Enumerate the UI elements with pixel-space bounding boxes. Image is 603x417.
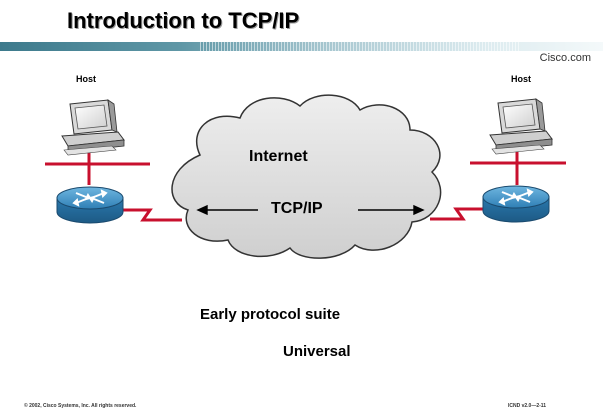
router-right-icon xyxy=(482,185,550,223)
router-left-icon xyxy=(56,186,124,224)
brand-label: Cisco.com xyxy=(539,52,591,64)
title-bar-pattern xyxy=(200,42,520,51)
bullet-universal: Universal xyxy=(283,343,351,360)
footer-copyright: © 2002, Cisco Systems, Inc. All rights r… xyxy=(24,403,137,409)
host-right-label: Host xyxy=(511,74,531,84)
right-serial-link xyxy=(430,207,490,221)
bullet-early-protocol: Early protocol suite xyxy=(200,306,341,323)
cloud-label: Internet xyxy=(249,148,308,165)
slide-title: Introduction to TCP/IP xyxy=(67,8,300,33)
right-ethernet-line xyxy=(470,147,566,185)
host-right-icon xyxy=(489,98,553,155)
left-ethernet-line xyxy=(45,148,150,185)
host-left-label: Host xyxy=(76,74,96,84)
host-left-icon xyxy=(61,99,125,156)
footer-code: ICND v2.0—2-11 xyxy=(508,403,547,409)
internet-cloud xyxy=(171,94,442,259)
left-serial-link xyxy=(120,208,182,222)
tcpip-arrows xyxy=(196,204,425,216)
protocol-label: TCP/IP xyxy=(271,200,323,217)
